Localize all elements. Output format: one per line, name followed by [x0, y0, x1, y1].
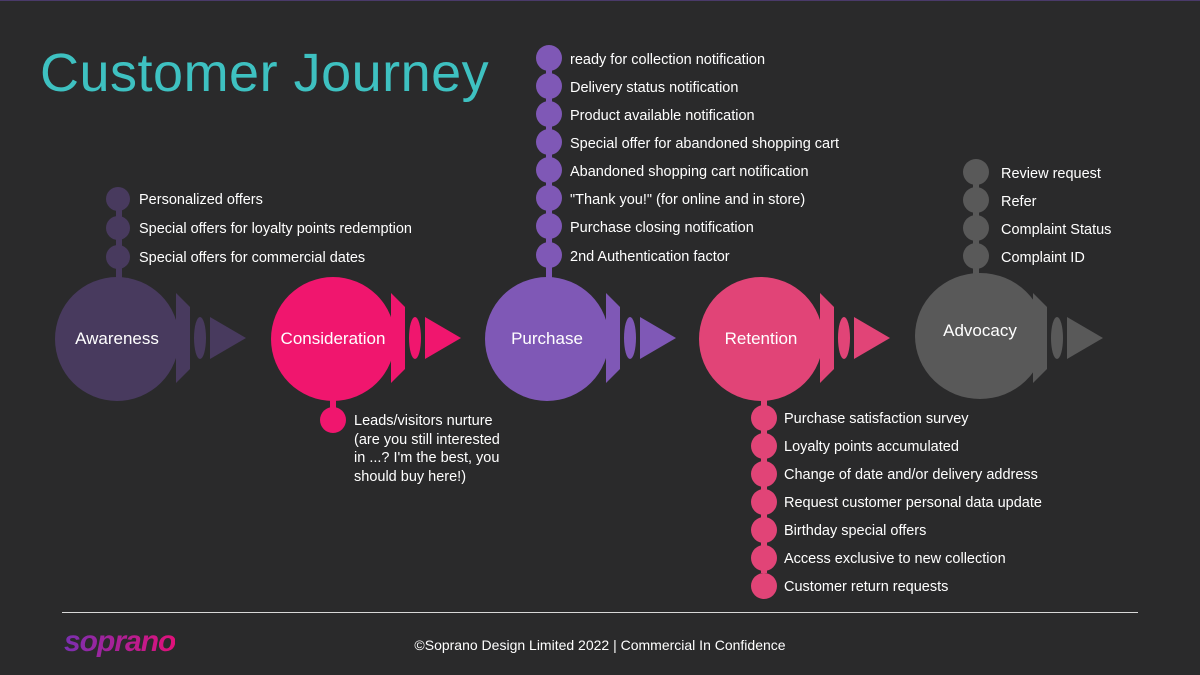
retention-bullet	[751, 405, 777, 431]
purchase-item: Special offer for abandoned shopping car…	[570, 136, 839, 152]
logo-text: soprano	[64, 625, 176, 658]
footer-copyright: ©Soprano Design Limited 2022 | Commercia…	[414, 637, 786, 653]
stage-retention-label: Retention	[724, 329, 798, 348]
retention-item: Customer return requests	[784, 579, 949, 595]
arrow-right-icon	[391, 293, 461, 383]
advocacy-bullet	[963, 187, 989, 213]
awareness-item: Personalized offers	[139, 192, 263, 208]
purchase-bullet	[536, 213, 562, 239]
awareness-item: Special offers for commercial dates	[139, 250, 366, 266]
purchase-item: ready for collection notification	[570, 52, 766, 68]
purchase-bullet	[536, 185, 562, 211]
retention-item: Purchase satisfaction survey	[784, 411, 969, 427]
purchase-item: Delivery status notification	[570, 80, 739, 96]
stage-advocacy: Advocacy	[915, 273, 1045, 399]
awareness-bullet	[106, 245, 130, 269]
purchase-item: "Thank you!" (for online and in store)	[570, 192, 806, 208]
advocacy-bullet	[963, 215, 989, 241]
advocacy-bullet	[963, 159, 989, 185]
retention-bullet	[751, 433, 777, 459]
footer-divider	[62, 612, 1138, 613]
retention-item: Loyalty points accumulated	[784, 439, 959, 455]
stage-consideration: Consideration	[271, 277, 395, 401]
retention-item: Change of date and/or delivery address	[784, 467, 1038, 483]
stage-purchase: Purchase	[485, 277, 609, 401]
awareness-bullet	[106, 216, 130, 240]
awareness-bullet	[106, 187, 130, 211]
consideration-connector	[330, 396, 336, 412]
advocacy-item: Refer	[1001, 194, 1037, 210]
stage-retention: Retention	[699, 277, 823, 401]
purchase-item: Purchase closing notification	[570, 220, 754, 236]
consideration-bullet	[320, 407, 346, 433]
retention-item: Access exclusive to new collection	[784, 551, 1006, 567]
advocacy-item: Review request	[1001, 166, 1101, 182]
awareness-connector	[116, 197, 122, 287]
purchase-item: Product available notification	[570, 108, 755, 124]
retention-bullet	[751, 489, 777, 515]
arrow-right-icon	[820, 293, 890, 383]
purchase-item: Abandoned shopping cart notification	[570, 164, 809, 180]
arrow-right-icon	[176, 293, 246, 383]
arrow-right-icon	[606, 293, 676, 383]
purchase-bullet	[536, 73, 562, 99]
consideration-item: Leads/visitors nurture (are you still in…	[354, 413, 500, 485]
soprano-logo: soprano	[64, 625, 176, 659]
retention-item: Request customer personal data update	[784, 495, 1042, 511]
stage-awareness: Awareness	[55, 277, 179, 401]
retention-bullet	[751, 517, 777, 543]
purchase-bullet	[536, 242, 562, 268]
page-title: Customer Journey	[40, 43, 490, 103]
retention-bullet	[751, 545, 777, 571]
retention-bullet	[751, 573, 777, 599]
retention-item: Birthday special offers	[784, 523, 927, 539]
retention-bullet	[751, 461, 777, 487]
purchase-bullet	[536, 129, 562, 155]
stage-awareness-label: Awareness	[75, 329, 159, 348]
advocacy-item: Complaint ID	[1001, 250, 1085, 266]
advocacy-bullet	[963, 243, 989, 269]
awareness-item: Special offers for loyalty points redemp…	[139, 221, 412, 237]
stage-consideration-label: Consideration	[280, 329, 386, 348]
purchase-bullet	[536, 101, 562, 127]
stage-advocacy-label: Advocacy	[943, 321, 1017, 340]
purchase-item: 2nd Authentication factor	[570, 249, 730, 265]
purchase-bullet	[536, 157, 562, 183]
advocacy-item: Complaint Status	[1001, 222, 1112, 238]
arrow-right-icon	[1033, 293, 1103, 383]
stage-purchase-label: Purchase	[511, 329, 583, 348]
purchase-bullet	[536, 45, 562, 71]
